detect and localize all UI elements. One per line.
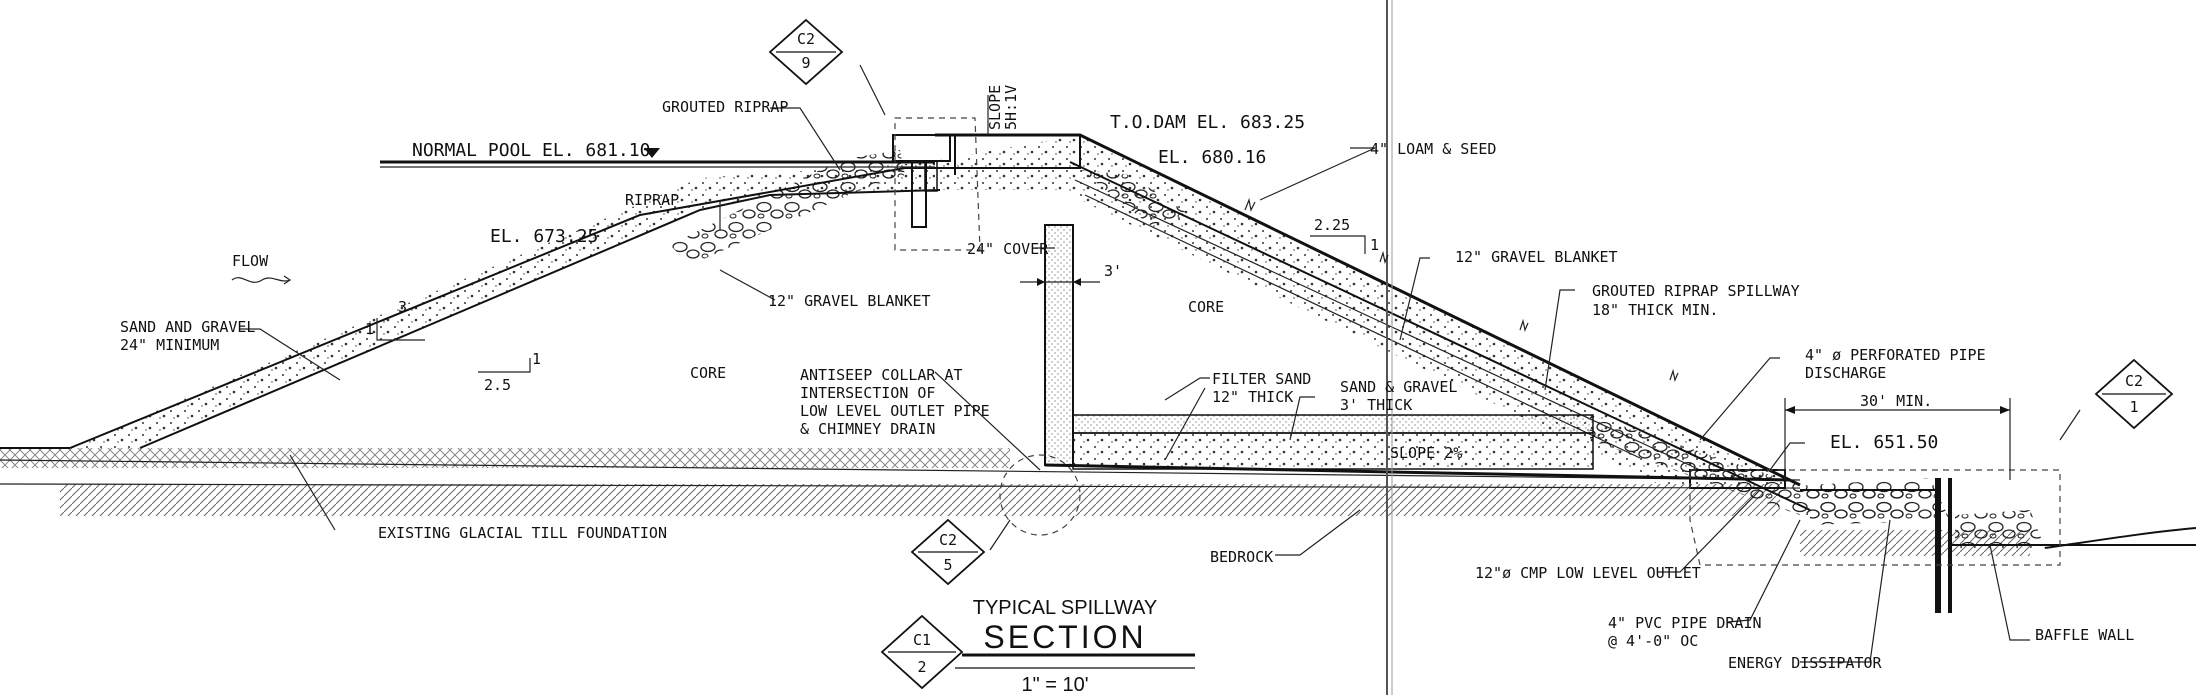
todam-label: T.O.DAM EL. 683.25 xyxy=(1110,112,1305,133)
energy-dissipator-rocks xyxy=(1810,478,1950,525)
glacial-till-label: EXISTING GLACIAL TILL FOUNDATION xyxy=(378,524,667,542)
perf-pipe-label-2: DISCHARGE xyxy=(1805,364,1886,382)
svg-text:C1: C1 xyxy=(913,631,931,649)
svg-text:9: 9 xyxy=(801,54,810,72)
leader-lines xyxy=(240,64,2081,663)
el-680-label: EL. 680.16 xyxy=(1158,147,1266,168)
sand-gravel-min-label-2: 24" MINIMUM xyxy=(120,336,219,354)
bedrock-label: BEDROCK xyxy=(1210,548,1273,566)
sand-gravel-3-label-2: 3' THICK xyxy=(1340,396,1412,414)
antiseep-label-3: LOW LEVEL OUTLET PIPE xyxy=(800,402,990,420)
detail-tag-c2-5: C2 5 xyxy=(910,518,986,586)
gravel-blanket-right-label: 12" GRAVEL BLANKET xyxy=(1455,248,1618,266)
gravel-blanket-left-label: 12" GRAVEL BLANKET xyxy=(768,292,931,310)
baffle-wall xyxy=(1935,478,1952,613)
chimney-drain xyxy=(1044,224,1074,466)
cover-label: 24" COVER xyxy=(967,240,1049,258)
outlet-detail-outline xyxy=(1689,469,2061,566)
labels: NORMAL POOL EL. 681.10 GROUTED RIPRAP RI… xyxy=(120,85,2134,672)
dimension-3ft xyxy=(1020,278,1100,286)
slope-left-v2: 1 xyxy=(532,350,541,368)
cmp-outlet-label: 12"ø CMP LOW LEVEL OUTLET xyxy=(1475,564,1701,582)
slope-symbols xyxy=(376,235,1366,373)
sand-gravel-blanket xyxy=(1072,432,1594,470)
crest-structure xyxy=(892,95,989,251)
svg-text:C2: C2 xyxy=(2125,372,2143,390)
baffle-rocks xyxy=(1955,510,2045,548)
grouted-spillway-label-2: 18" THICK MIN. xyxy=(1592,301,1718,319)
section-title-block: C1 2 TYPICAL SPILLWAY SECTION 1" = 10' xyxy=(880,597,1195,695)
el-673-label: EL. 673.25 xyxy=(490,226,598,247)
antiseep-label-4: & CHIMNEY DRAIN xyxy=(800,420,935,438)
low-level-outlet-pipe xyxy=(1044,463,1791,482)
antiseep-detail-circle xyxy=(999,454,1081,536)
slope-label-1: SLOPE xyxy=(986,85,1004,130)
slope-left-h2: 2.5 xyxy=(484,376,511,394)
antiseep-label-2: INTERSECTION OF xyxy=(800,384,935,402)
loam-seed-label: 4" LOAM & SEED xyxy=(1370,140,1496,158)
flow-arrow-icon xyxy=(231,275,292,285)
perf-pipe-label-1: 4" ø PERFORATED PIPE xyxy=(1805,346,1986,364)
detail-tag-c2-1: C2 1 xyxy=(2094,358,2174,430)
grouted-riprap-label: GROUTED RIPRAP xyxy=(662,98,788,116)
antiseep-label-1: ANTISEEP COLLAR AT xyxy=(800,366,963,384)
svg-text:C2: C2 xyxy=(939,531,957,549)
svg-text:C2: C2 xyxy=(797,30,815,48)
slope-left-h: 3 xyxy=(398,298,407,316)
riprap-label: RIPRAP xyxy=(625,191,679,209)
dam-outline xyxy=(0,133,2196,549)
slope-2pct-label: SLOPE 2% xyxy=(1390,444,1462,462)
sand-gravel-min-label-1: SAND AND GRAVEL xyxy=(120,318,255,336)
pvc-drain-label-1: 4" PVC PIPE DRAIN xyxy=(1608,614,1762,632)
el-651-label: EL. 651.50 xyxy=(1830,432,1938,453)
detail-tag-c2-9: C2 9 xyxy=(768,18,844,86)
svg-text:1: 1 xyxy=(2129,398,2138,416)
svg-text:2: 2 xyxy=(917,658,926,676)
core-left-label: CORE xyxy=(690,364,726,382)
drawing-title-line1: TYPICAL SPILLWAY xyxy=(973,597,1158,619)
filter-sand-label-2: 12" THICK xyxy=(1212,388,1293,406)
thirty-min-label: 30' MIN. xyxy=(1860,392,1932,410)
upstream-sand-gravel-shell xyxy=(70,162,935,448)
slope-right-h: 2.25 xyxy=(1314,216,1350,234)
drawing-scale: 1" = 10' xyxy=(1021,674,1088,695)
pvc-drain-label-2: @ 4'-0" OC xyxy=(1608,632,1698,650)
drawing-title-line2: SECTION xyxy=(983,619,1146,655)
slope-left-v: 1 xyxy=(365,320,374,338)
slope-label-2: 5H:1V xyxy=(1002,85,1020,130)
core-right-label: CORE xyxy=(1188,298,1224,316)
normal-pool-line xyxy=(380,148,935,168)
grouted-spillway-label-1: GROUTED RIPRAP SPILLWAY xyxy=(1592,282,1800,300)
filter-sand-label-1: FILTER SAND xyxy=(1212,370,1311,388)
baffle-wall-label: BAFFLE WALL xyxy=(2035,626,2134,644)
sand-gravel-3-label-1: SAND & GRAVEL xyxy=(1340,378,1457,396)
svg-text:5: 5 xyxy=(943,556,952,574)
filter-sand-blanket xyxy=(1072,414,1594,434)
grass-tufts xyxy=(1244,197,1679,382)
dimension-30ft xyxy=(1784,398,2011,480)
slope-right-v: 1 xyxy=(1370,236,1379,254)
flow-label: FLOW xyxy=(232,252,269,270)
normal-pool-label: NORMAL POOL EL. 681.10 xyxy=(412,140,650,161)
width-3ft-label: 3' xyxy=(1104,262,1122,280)
crest-riprap xyxy=(1080,170,1190,225)
energy-dissipator-label: ENERGY DISSIPATOR xyxy=(1728,654,1882,672)
